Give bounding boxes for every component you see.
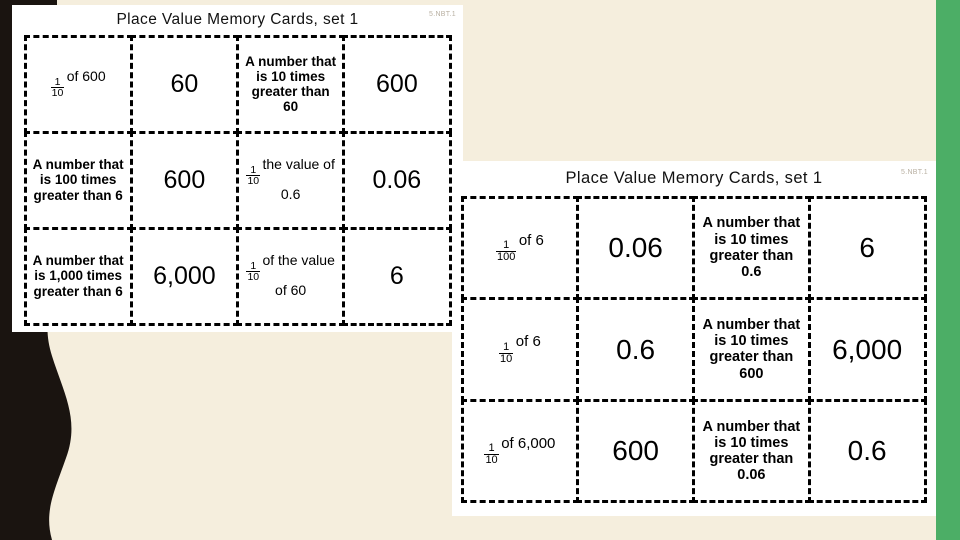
card-number-value: 0.6 [847,435,887,467]
card-number-value: 0.6 [616,333,656,365]
worksheet-card-set1: Place Value Memory Cards, set 1 5.NBT.1 … [12,5,463,332]
memory-card-cell[interactable]: A number that is 1,000 times greater tha… [23,226,133,326]
card-number-value: 0.06 [608,232,663,264]
memory-card-cell[interactable]: 600 [576,398,695,504]
memory-card-cell[interactable]: 6,000 [807,297,927,402]
memory-card-cell[interactable]: A number that is 10 times greater than 6… [236,34,346,134]
card-description-text: A number that is 1,000 times greater tha… [32,253,124,299]
card-number-value: 6 [859,232,875,264]
card-number-value: 6,000 [153,262,216,290]
card-number-value: 6 [389,262,404,290]
memory-card-cell[interactable]: 0.06 [576,195,695,301]
fraction-suffix-text: of 600 [66,68,106,85]
card-number-value: 600 [376,70,418,98]
card-number-value: 60 [170,70,199,98]
memory-card-cell[interactable]: A number that is 10 times greater than 6… [692,297,811,402]
memory-card-cell[interactable]: 6 [342,226,452,326]
memory-card-cell[interactable]: A number that is 10 times greater than 0… [692,195,811,301]
memory-card-cell[interactable]: A number that is 100 times greater than … [23,130,133,230]
memory-card-cell[interactable]: 60 [129,34,239,134]
worksheet-card-set2: Place Value Memory Cards, set 1 5.NBT.1 … [452,161,936,516]
card-description-text: A number that is 10 times greater than 6… [245,53,337,115]
card-description-text: A number that is 100 times greater than … [32,157,124,203]
card-description-text: A number that is 10 times greater than 0… [702,215,801,281]
sheet2-standard-code: 5.NBT.1 [901,169,928,176]
fraction-suffix-text: of 6 [515,333,541,351]
card-description-text: A number that is 10 times greater than 6… [702,317,801,382]
card-number-value: 600 [612,435,659,467]
card-number-value: 0.06 [372,166,422,194]
memory-card-cell[interactable]: 0.06 [342,130,452,230]
card-number-value: 6,000 [832,333,903,365]
fraction-suffix-text: of 6,000 [501,434,556,452]
memory-card-cell[interactable]: 0.6 [807,398,927,504]
memory-card-cell[interactable]: 0.6 [576,297,695,402]
card-description-text: A number that is 10 times greater than 0… [702,418,801,484]
fraction-suffix-text: of 6 [518,231,544,249]
memory-card-cell[interactable]: A number that is 10 times greater than 0… [692,398,811,504]
sheet1-title: Place Value Memory Cards, set 1 [116,11,359,28]
sheet2-title: Place Value Memory Cards, set 1 [565,169,823,187]
green-accent-bar [936,0,960,540]
card-number-value: 600 [163,166,206,194]
memory-card-cell[interactable]: 6,000 [129,226,239,326]
fraction-suffix-text: the value of 0.6 [262,156,335,202]
fraction-suffix-text: of the value of 60 [262,252,335,298]
memory-card-cell[interactable]: 600 [342,34,452,134]
sheet1-standard-code: 5.NBT.1 [429,11,456,18]
memory-card-cell[interactable]: 600 [129,130,239,230]
memory-card-cell[interactable]: 6 [807,195,927,301]
